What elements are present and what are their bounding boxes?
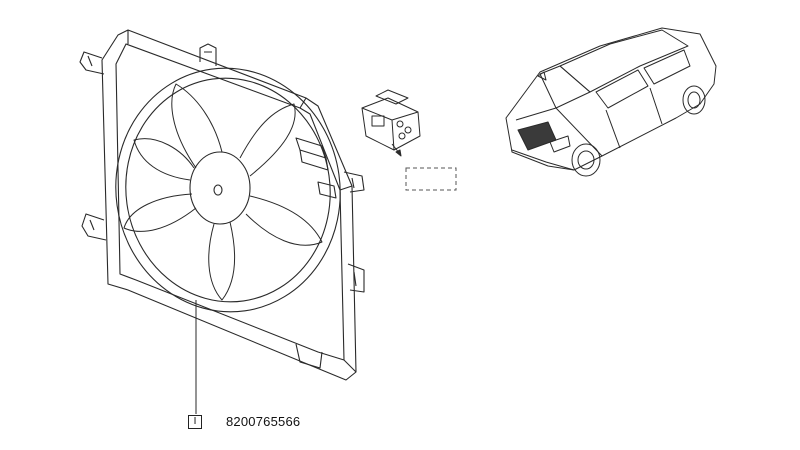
- mount-tab-right-upper: [343, 171, 365, 193]
- fan-ring-inner: [125, 77, 331, 303]
- shroud-frame-inner-edge: [115, 43, 345, 361]
- fan-ring-outer: [115, 67, 341, 313]
- motor-connector: [295, 137, 329, 171]
- part-number-label: 8200765566: [226, 414, 301, 429]
- callout-marker-box: I: [188, 415, 202, 429]
- vehicle-illustration: [505, 27, 717, 177]
- mount-tab-top: [199, 43, 217, 66]
- fan-blades: [123, 83, 323, 301]
- dashed-placeholder-box: [405, 167, 457, 191]
- mount-tab-bottom: [295, 343, 323, 369]
- mount-tab-top-left: [79, 51, 105, 75]
- mount-tab-right-lower: [347, 263, 365, 293]
- fan-hub: [189, 151, 251, 225]
- mount-tab-bottom-left: [81, 213, 107, 241]
- shroud-frame: [101, 29, 357, 381]
- vehicle-front-highlight: [517, 121, 557, 151]
- resistor-module: [361, 89, 421, 157]
- radiator-fan-assembly: [79, 29, 365, 381]
